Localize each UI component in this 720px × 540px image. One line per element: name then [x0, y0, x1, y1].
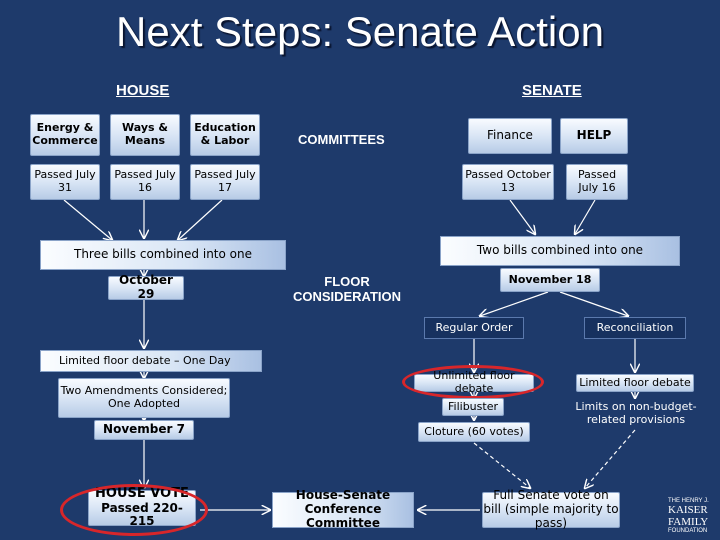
house-combined-date: October 29: [108, 273, 184, 301]
senate-header: SENATE: [522, 82, 582, 99]
house-header: HOUSE: [116, 82, 170, 99]
house-combined-bills: Three bills combined into one: [40, 240, 286, 270]
senate-combined-bills: Two bills combined into one: [440, 236, 680, 266]
kaiser-family-foundation-logo: THE HENRY J. KAISER FAMILY FOUNDATION: [668, 498, 716, 534]
house-committee-status-ways: Passed July 16: [110, 164, 180, 200]
logo-line-1: THE HENRY J.: [668, 498, 709, 504]
conference-committee: House-Senate Conference Committee: [272, 488, 414, 530]
house-committee-status-energy: Passed July 31: [30, 164, 100, 200]
logo-line-2: KAISER: [668, 504, 708, 516]
senate-regular-order: Regular Order: [424, 317, 524, 339]
slide-title: Next Steps: Senate Action: [116, 8, 604, 55]
senate-reconciliation: Reconciliation: [584, 317, 686, 339]
house-amendments: Two Amendments Considered; One Adopted: [58, 378, 230, 418]
house-committee-ways-means: Ways & Means: [110, 114, 180, 156]
senate-committee-finance: Finance: [468, 118, 552, 154]
house-committee-education-labor: Education & Labor: [190, 114, 260, 156]
house-committee-energy-commerce: Energy & Commerce: [30, 114, 100, 156]
senate-cloture: Cloture (60 votes): [418, 422, 530, 442]
senate-combined-date: November 18: [500, 268, 600, 292]
house-vote-date: November 7: [94, 420, 194, 440]
senate-full-vote: Full Senate vote on bill (simple majorit…: [482, 488, 620, 530]
senate-limited-debate: Limited floor debate: [576, 374, 694, 392]
senate-committee-status-help: Passed July 16: [566, 164, 628, 200]
house-vote-highlight-oval: [60, 484, 208, 536]
house-committee-status-education: Passed July 17: [190, 164, 260, 200]
senate-committee-status-finance: Passed October 13: [462, 164, 554, 200]
senate-limits-provisions: Limits on non-budget-related provisions: [575, 400, 697, 426]
senate-floor-consideration: FLOOR CONSIDERATION: [292, 274, 402, 304]
senate-committees-label: COMMITTEES: [298, 132, 385, 147]
senate-committee-help: HELP: [560, 118, 628, 154]
senate-unlimited-debate-highlight-oval: [402, 365, 544, 399]
logo-line-3: FAMILY: [668, 516, 709, 528]
logo-line-4: FOUNDATION: [668, 528, 708, 534]
house-floor-limit: Limited floor debate – One Day: [40, 350, 262, 372]
senate-filibuster: Filibuster: [442, 398, 504, 416]
